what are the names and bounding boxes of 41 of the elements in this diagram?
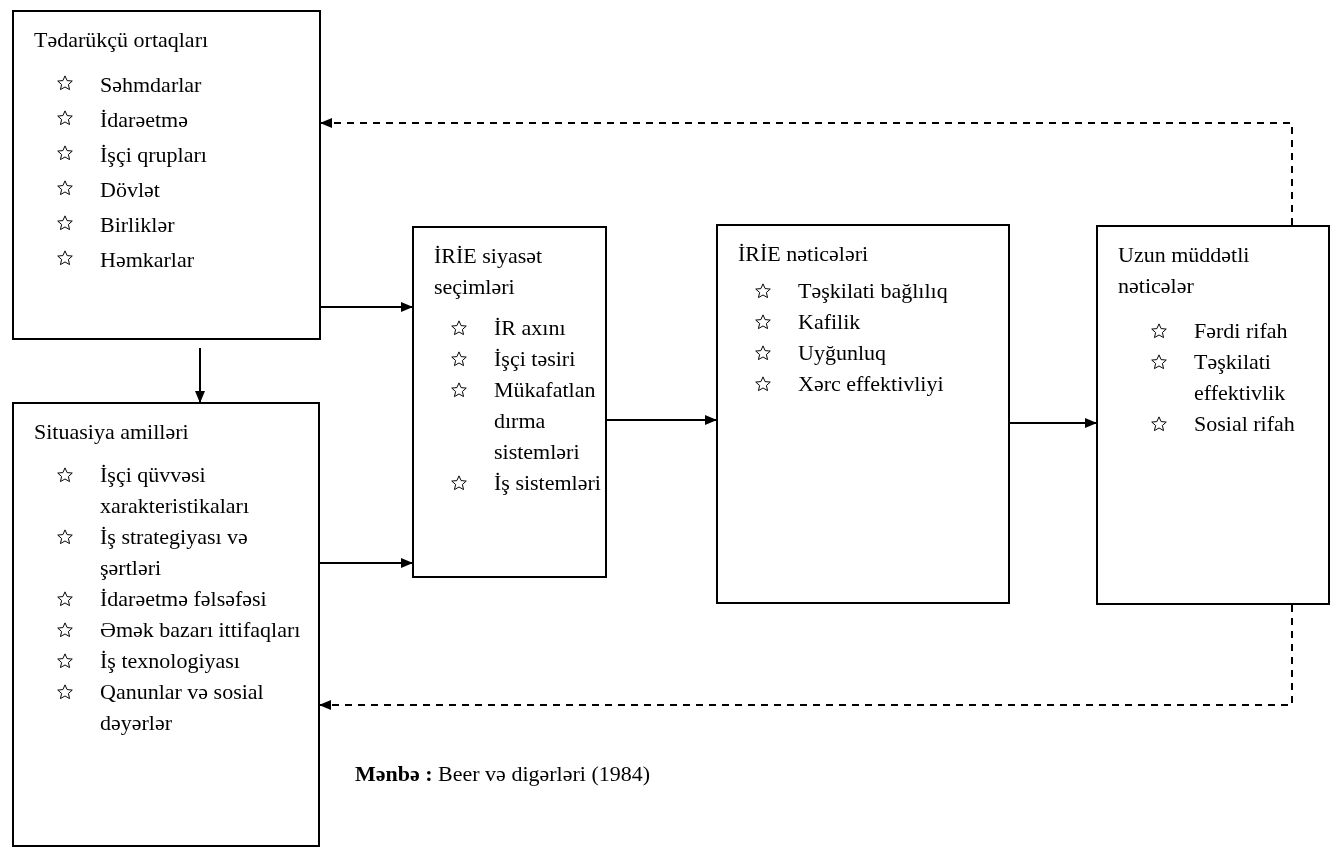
list-item: Kafilik xyxy=(798,308,861,336)
list-item: İş strategiyası və şərtləri xyxy=(100,523,249,582)
list-item: Əmək bazarı ittifaqları xyxy=(100,616,301,644)
process-box xyxy=(12,10,321,340)
process-box xyxy=(1096,225,1330,605)
list-item: Qanunlar və sosial dəyərlər xyxy=(100,678,265,737)
process-box xyxy=(12,402,320,847)
process-box xyxy=(412,226,607,578)
list-item: Uyğunluq xyxy=(798,339,886,367)
box-heading: Uzun müddətli nəticələr xyxy=(1118,241,1251,300)
source-note: Mənbə : Beer və digərləri (1984) xyxy=(355,760,651,788)
list-item: Birliklər xyxy=(100,211,175,239)
process-box xyxy=(716,224,1010,604)
arrow xyxy=(606,415,717,425)
list-item: Həmkarlar xyxy=(100,246,195,274)
dashed-arrow xyxy=(319,604,1293,710)
list-item: İşçi təsiri xyxy=(494,345,576,373)
box-heading: Tədarükçü ortaqları xyxy=(34,26,210,54)
list-item: İdarəetmə xyxy=(100,106,188,134)
arrow xyxy=(320,302,413,312)
box-heading: Situasiya amilləri xyxy=(34,418,190,446)
box-heading: İRİE nəticələri xyxy=(738,240,870,268)
list-item: Təşkilati bağlılıq xyxy=(798,277,948,305)
arrow xyxy=(195,347,205,403)
list-item: Xərc effektivliyi xyxy=(798,370,944,398)
list-item: Mükafatlandırma sistemləri xyxy=(494,376,597,466)
list-item: Dövlət xyxy=(100,176,160,204)
list-item: İş texnologiyası xyxy=(100,647,240,675)
list-item: Fərdi rifah xyxy=(1194,317,1288,345)
list-item: İşçi qrupları xyxy=(100,141,207,169)
list-item: İş sistemləri xyxy=(494,469,601,497)
arrow xyxy=(319,558,413,568)
list-item: İR axını xyxy=(494,314,566,342)
list-item: Səhmdarlar xyxy=(100,71,202,99)
arrow xyxy=(1009,418,1097,428)
box-heading: İRİE siyasət seçimləri xyxy=(434,242,544,301)
list-item: İdarəetmə fəlsəfəsi xyxy=(100,585,267,613)
dashed-arrow xyxy=(320,118,1293,226)
list-item: İşçi qüvvəsi xarakteristikaları xyxy=(100,461,251,520)
list-item: Təşkilati effektivlik xyxy=(1194,348,1287,407)
list-item: Sosial rifah xyxy=(1194,410,1295,438)
